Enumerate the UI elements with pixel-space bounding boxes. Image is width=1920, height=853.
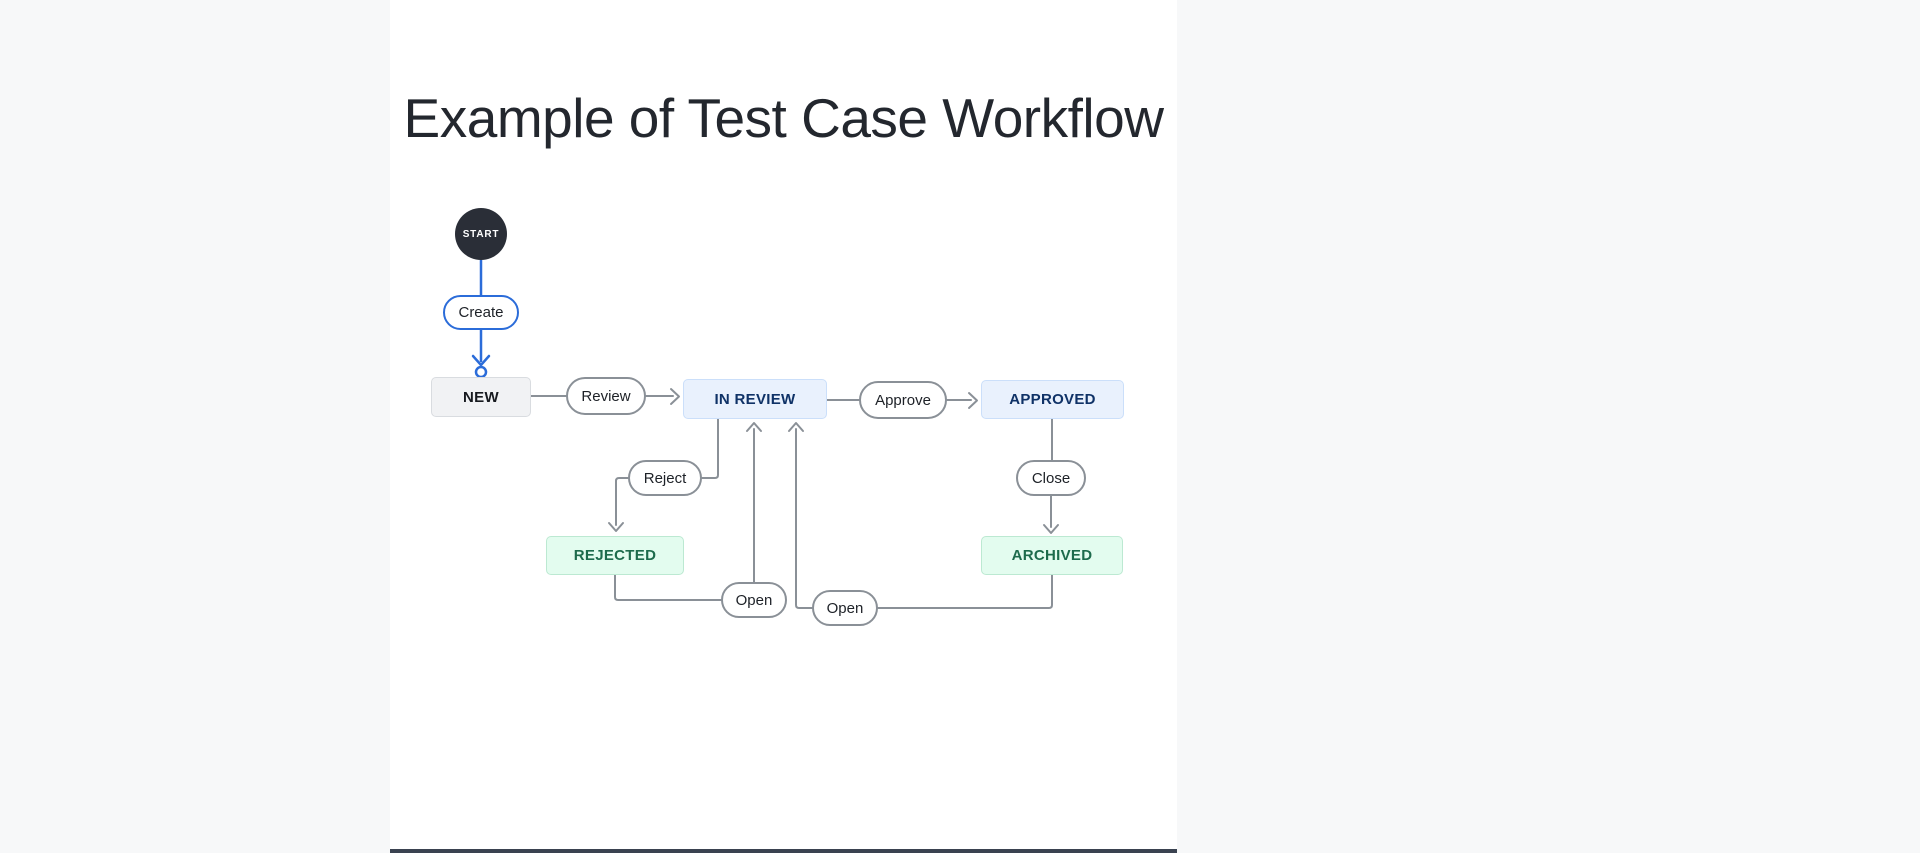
state-rejected-label: REJECTED [573,547,657,564]
transition-open-from-archived: Open [812,590,878,626]
state-in-review: IN REVIEW [683,379,827,419]
transition-reject-label: Reject [643,469,687,487]
state-rejected: REJECTED [546,536,684,575]
transition-approve: Approve [859,381,947,419]
transition-approve-label: Approve [875,391,931,409]
diagram-canvas [390,0,1177,853]
bottom-section-edge [390,849,1177,853]
transition-open-from-archived-label: Open [826,599,864,617]
state-in-review-label: IN REVIEW [714,390,796,408]
state-approved-label: APPROVED [1009,391,1096,408]
transition-close-label: Close [1031,469,1071,487]
page-title: Example of Test Case Workflow [403,87,1164,149]
state-archived-label: ARCHIVED [1011,547,1093,564]
transition-review: Review [566,377,646,415]
transition-reject: Reject [628,460,702,496]
transition-create-label: Create [458,304,504,321]
transition-close: Close [1016,460,1086,496]
transition-open-from-rejected: Open [721,582,787,618]
state-archived: ARCHIVED [981,536,1123,575]
start-node-label: START [462,228,500,240]
state-new: NEW [431,377,531,417]
state-new-label: NEW [463,388,499,406]
state-approved: APPROVED [981,380,1124,419]
transition-review-label: Review [581,387,631,405]
start-node: START [455,208,507,260]
transition-open-from-rejected-label: Open [735,591,773,609]
transition-create: Create [443,295,519,330]
